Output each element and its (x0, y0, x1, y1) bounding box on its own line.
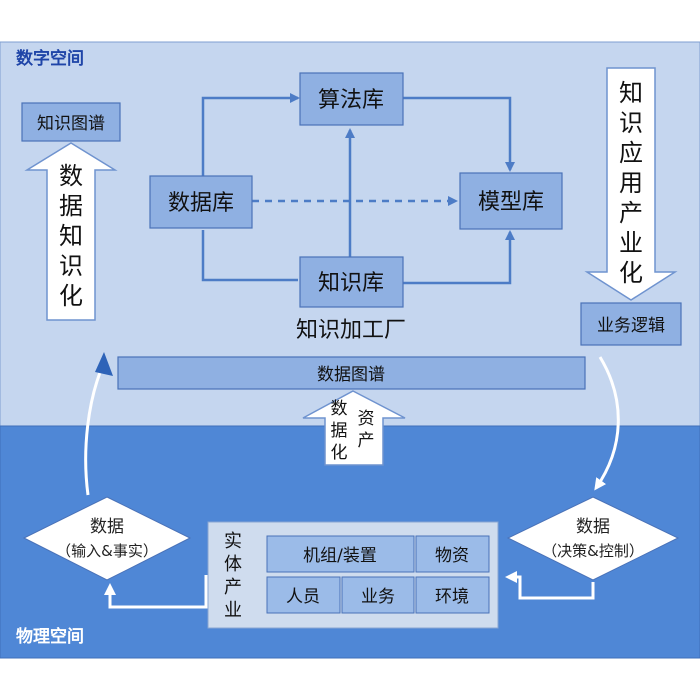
left-arrow-char: 据 (59, 192, 83, 220)
people-cell (266, 576, 341, 614)
digital-space-label: 数字空间 (16, 48, 84, 69)
knowledge-library-label: 知识库 (318, 271, 384, 296)
left-arrow-char: 知 (59, 222, 83, 250)
units-cell (266, 535, 415, 573)
physical-space-label: 物理空间 (16, 626, 84, 647)
knowledge-application-text: 知 识 应 用 产 业 化 (619, 79, 643, 287)
db-to-knowledge-arrow (201, 230, 298, 282)
database-label: 数据库 (168, 191, 234, 216)
algorithm-library-label: 算法库 (318, 88, 384, 113)
right-arrow-char: 知 (619, 79, 643, 107)
data-knowledgization-arrow (24, 142, 118, 321)
environment-label: 环境 (435, 587, 469, 607)
data-assetization-arrow (302, 390, 406, 466)
decision-to-entity-arrow (505, 571, 595, 600)
decision-feedback-curve (594, 356, 620, 491)
right-arrow-char: 化 (619, 259, 643, 287)
entity-label-char: 体 (224, 554, 242, 575)
input-fact-line1: 数据 (90, 517, 124, 537)
data-knowledgization-text: 数 据 知 识 化 (59, 162, 83, 310)
decision-control-diamond (506, 496, 680, 581)
knowledge-graph-label: 知识图谱 (37, 114, 105, 134)
entity-label-char: 实 (224, 531, 242, 552)
input-feedback-arrowhead (95, 352, 113, 376)
asset-arrow-char: 资 (358, 409, 375, 429)
db-to-algorithm-arrow (201, 93, 300, 176)
business-logic-box (580, 302, 682, 346)
entity-label-char: 产 (224, 577, 242, 598)
decision-control-line1: 数据 (576, 517, 610, 537)
people-label: 人员 (286, 587, 320, 607)
business-logic-label: 业务逻辑 (597, 316, 665, 336)
left-arrow-char: 识 (59, 252, 83, 280)
right-arrow-char: 产 (619, 199, 643, 227)
materials-label: 物资 (435, 546, 469, 566)
data-graph-label: 数据图谱 (317, 365, 385, 385)
left-arrow-char: 数 (59, 162, 83, 190)
model-library-box (459, 172, 563, 230)
units-label: 机组/装置 (303, 546, 377, 566)
right-arrow-char: 业 (619, 229, 643, 257)
entity-label-char: 业 (224, 600, 242, 621)
asset-arrow-char: 数 (331, 399, 348, 419)
business-cell (341, 576, 415, 614)
right-arrow-char: 用 (619, 169, 643, 197)
input-fact-line2: （输入&事实） (56, 542, 158, 560)
entity-to-input-arrow (104, 575, 208, 609)
knowledge-application-arrow (584, 67, 678, 301)
model-library-label: 模型库 (478, 190, 544, 215)
materials-cell (415, 535, 490, 573)
algorithm-to-model-arrow (403, 96, 515, 172)
input-fact-diamond (22, 496, 192, 581)
right-arrow-char: 识 (619, 109, 643, 137)
knowledge-factory-title: 知识加工厂 (296, 318, 406, 343)
entity-industry-label: 实 体 产 业 (224, 531, 242, 621)
knowledge-graph-box (21, 102, 121, 142)
knowledge-to-model-arrow (403, 230, 515, 285)
asset-arrow-char: 化 (331, 443, 348, 463)
business-label: 业务 (361, 587, 395, 607)
decision-control-line2: （决策&控制） (542, 542, 644, 560)
algorithm-library-box (299, 72, 404, 126)
left-arrow-char: 化 (59, 282, 83, 310)
asset-arrow-char: 产 (358, 431, 375, 451)
right-arrow-char: 应 (619, 139, 643, 167)
data-assetization-text: 数 据 化 资 产 (331, 399, 375, 463)
factory-connectors (201, 93, 515, 285)
database-box (149, 175, 253, 229)
knowledge-library-box (299, 256, 404, 308)
asset-arrow-char: 据 (331, 421, 348, 441)
data-graph-bar (117, 356, 586, 390)
environment-cell (415, 576, 490, 614)
input-feedback-curve (84, 364, 105, 496)
